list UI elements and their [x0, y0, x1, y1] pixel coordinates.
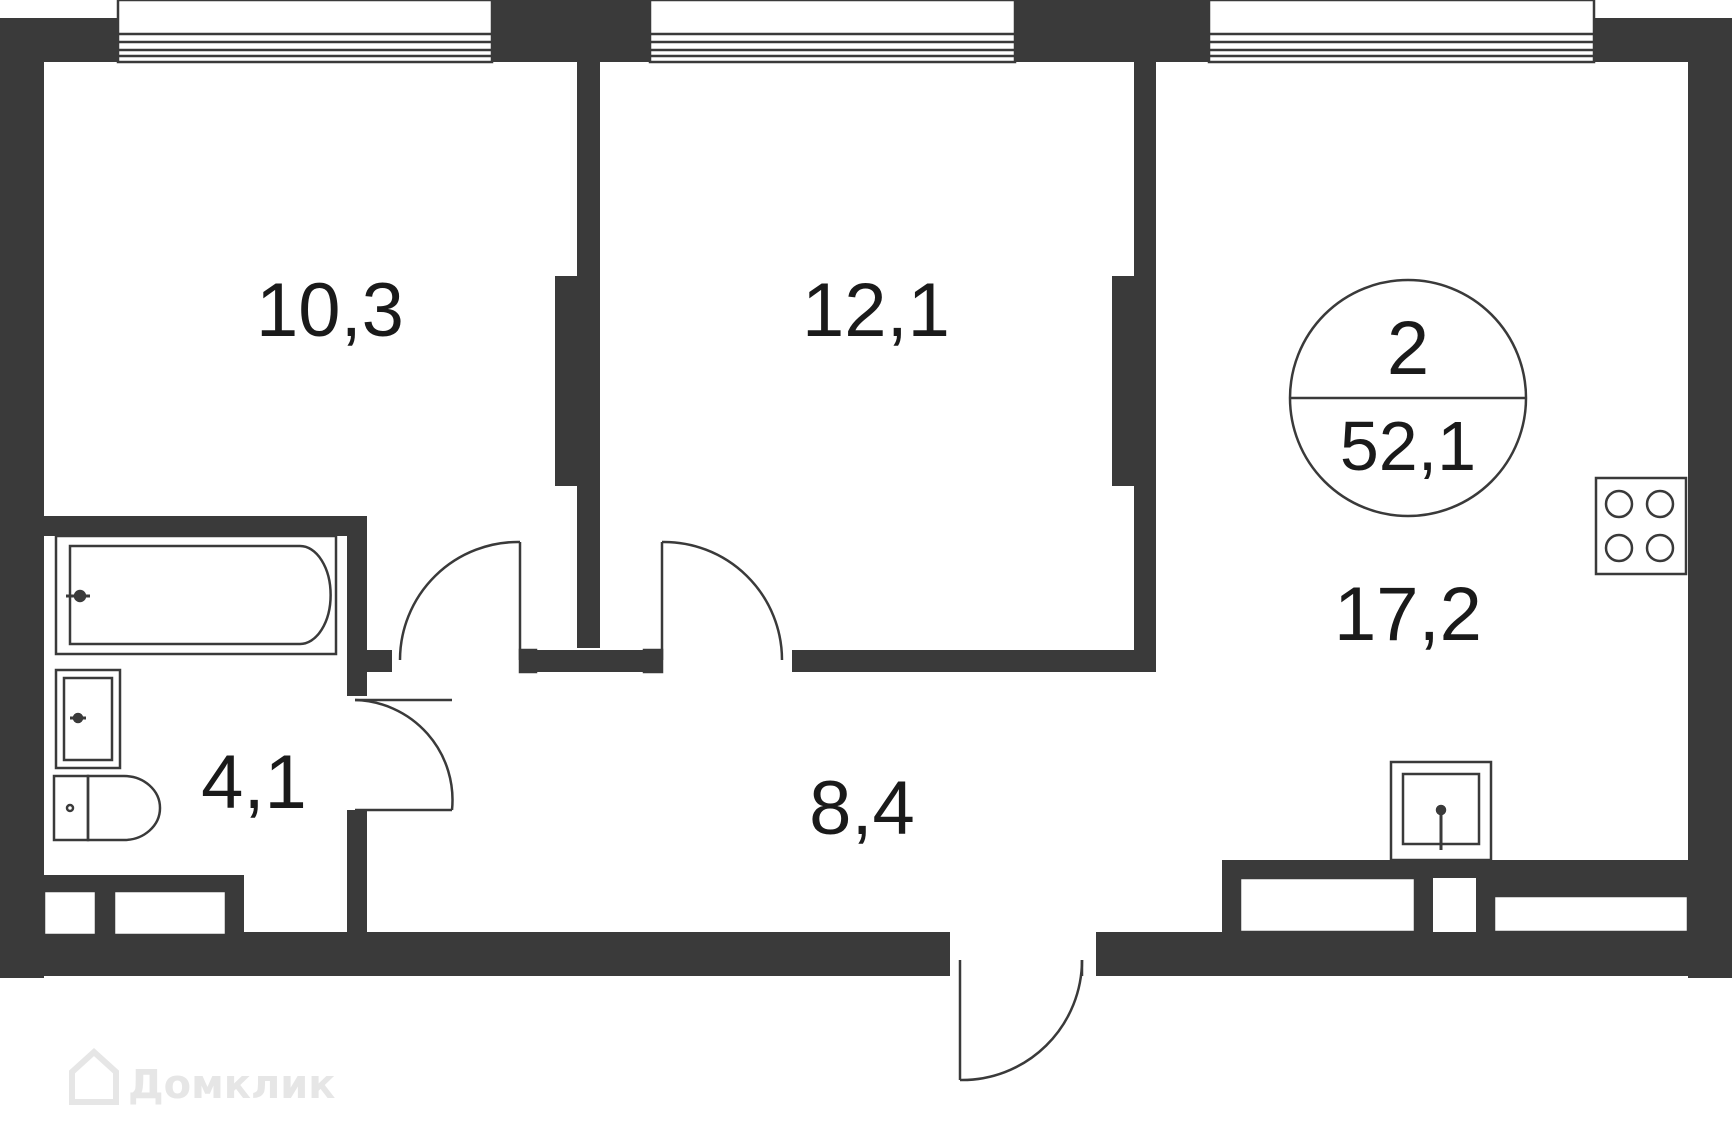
room-area-bedroom-2: 12,1	[802, 268, 950, 353]
rooms-area-badge: 2 52,1	[1288, 278, 1528, 518]
door-bedroom-1	[398, 540, 538, 674]
home-logo-icon	[69, 1047, 119, 1105]
room-labels: 10,3 12,1 17,2 4,1 8,4	[201, 268, 1482, 851]
door-entrance	[958, 959, 1084, 1082]
room-area-hallway: 8,4	[809, 766, 915, 851]
toilet-icon	[52, 774, 162, 842]
watermark: Домклик	[69, 1047, 335, 1108]
window-bedroom-1	[116, 0, 494, 64]
window-bedroom-2	[648, 0, 1017, 64]
badge-total-area: 52,1	[1340, 407, 1476, 485]
windows	[42, 0, 1690, 937]
fixtures	[52, 476, 1688, 862]
badge-rooms-count: 2	[1387, 306, 1429, 391]
wall-overlays	[0, 18, 44, 62]
room-area-bathroom: 4,1	[201, 740, 307, 825]
walls	[0, 0, 1732, 978]
room-area-kitchen: 17,2	[1334, 572, 1482, 657]
bathtub-icon	[54, 534, 338, 656]
window-kitchen	[1207, 0, 1596, 64]
room-area-bedroom-1: 10,3	[256, 268, 404, 353]
window-kitchen-bottom	[1238, 876, 1690, 934]
door-bathroom	[354, 698, 454, 812]
window-bathroom-bottom	[42, 889, 228, 937]
sink-bathroom-icon	[54, 668, 122, 770]
door-bedroom-2	[642, 540, 784, 674]
doors	[354, 540, 1084, 1082]
sink-kitchen-icon	[1389, 760, 1493, 862]
watermark-text: Домклик	[128, 1062, 335, 1108]
stove-icon	[1594, 476, 1688, 576]
